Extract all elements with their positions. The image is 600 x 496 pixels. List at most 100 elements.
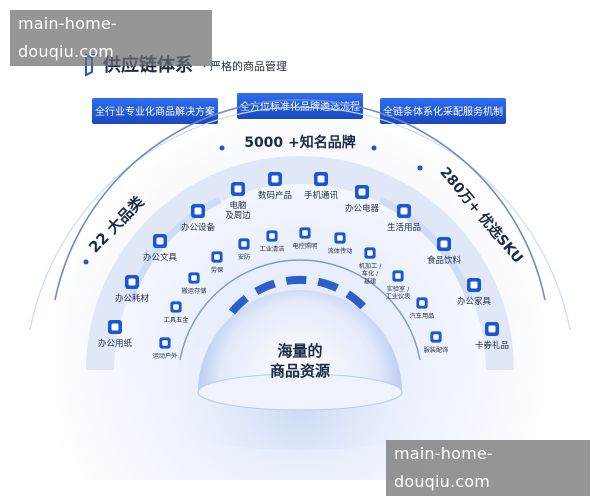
inner-category-8: 流体传动 — [328, 232, 353, 255]
outer-category-label: 办公电器 — [345, 203, 380, 214]
bicycle-icon — [159, 337, 171, 349]
outer-category-label: 食品饮料 — [427, 255, 462, 266]
car-gauge-icon — [416, 297, 428, 309]
outer-category-label: 办公文具 — [143, 252, 178, 263]
supply-chain-diagram: 供应链体系 · 严格的商品管理 全行业专业化商品解决方案 全方位标准化品牌遴选流… — [0, 53, 600, 480]
inner-category-12: 服装配饰 — [424, 331, 449, 354]
inner-category-label: 机加工 / — [359, 262, 383, 270]
outer-category-2: 办公耗材 — [115, 275, 150, 304]
inner-category-label: 搬运存储 — [182, 287, 207, 295]
outer-category-label: 手机通讯 — [304, 190, 339, 201]
helmet-icon — [238, 238, 250, 250]
watermark-bottom: main-home-douqiu.com — [386, 440, 590, 496]
inner-category-11: 汽车用品 — [410, 297, 435, 320]
outer-category-8: 办公电器 — [345, 185, 380, 214]
top-box-3 — [380, 98, 506, 124]
cloud-computer-icon — [231, 182, 245, 196]
truck-icon — [188, 272, 200, 284]
inner-category-label: 运动户外 — [153, 352, 178, 360]
inner-category-label: 电控照明 — [293, 242, 318, 250]
top-boxes: 全行业专业化商品解决方案 全方位标准化品牌遴选流程 全链条体系化采配服务机制 — [92, 93, 506, 124]
inner-arc — [179, 259, 421, 361]
outer-category-10: 食品饮料 — [427, 237, 462, 266]
shirt-icon — [430, 331, 442, 343]
phone-icon — [314, 172, 328, 186]
dome-dashed-ring — [228, 275, 372, 315]
arc-label-top: 5000 +知名品牌 — [244, 134, 356, 151]
camera-icon — [268, 172, 282, 186]
top-box-1 — [92, 98, 218, 124]
inner-category-label: 流体传动 — [328, 247, 353, 255]
chip-icon — [364, 247, 376, 259]
inner-category-10: 实验室 /工业仪表 — [386, 270, 411, 301]
office-chair-icon — [467, 278, 481, 292]
inner-category-label: 基建 — [364, 277, 376, 285]
outer-category-4: 办公设备 — [181, 204, 216, 233]
food-bowl-icon — [437, 237, 451, 251]
center-text-line1: 海量的 — [277, 342, 322, 360]
inner-category-5: 安防 — [238, 238, 250, 261]
arc-dot-left — [83, 259, 89, 265]
inner-categories: 运动户外工具五金搬运存储劳保安防工业清洁电控照明流体传动机加工 /车化 /基建实… — [153, 227, 449, 360]
printer-icon — [125, 275, 139, 289]
outer-category-label: 电脑 — [229, 200, 247, 211]
outer-arc-faint — [29, 106, 571, 331]
inner-category-2: 工具五金 — [164, 301, 190, 324]
outer-category-9: 生活用品 — [387, 204, 421, 233]
plant-device-icon — [191, 204, 205, 218]
microscope-icon — [392, 270, 404, 282]
inner-category-label: 实验室 / — [387, 285, 411, 293]
coffee-cup-icon — [397, 204, 411, 218]
bulb-icon — [299, 227, 311, 239]
outer-category-11: 办公家具 — [457, 278, 492, 307]
outer-category-12: 卡券礼品 — [475, 322, 509, 351]
inner-category-label: 服装配饰 — [424, 346, 449, 354]
arc-dot-top-right — [371, 145, 377, 151]
dome-base — [197, 373, 403, 411]
inner-category-label: 工具五金 — [164, 316, 190, 324]
arc-dot-right — [417, 165, 423, 171]
inner-category-label: 车化 / — [362, 270, 379, 278]
gears-icon — [334, 232, 346, 244]
gift-icon — [485, 322, 499, 336]
inner-category-1: 运动户外 — [153, 337, 178, 360]
inner-category-9: 机加工 /车化 /基建 — [359, 247, 383, 285]
arc-dot-top-left — [219, 145, 225, 151]
center-text-line2: 商品资源 — [270, 362, 330, 380]
outer-category-label: 办公设备 — [181, 222, 216, 233]
inner-category-3: 搬运存储 — [182, 272, 207, 295]
inner-category-label: 劳保 — [211, 266, 224, 274]
outer-category-label: 办公耗材 — [115, 293, 150, 304]
paper-roll-icon — [108, 320, 122, 334]
inner-category-label: 工业清洁 — [260, 245, 285, 253]
outer-arc — [54, 99, 546, 301]
top-box-2-label: 全方位标准化品牌遴选流程 — [240, 100, 360, 113]
outer-categories: 办公用纸办公耗材办公文具办公设备电脑及周边数码产品手机通讯办公电器生活用品食品饮… — [98, 172, 509, 351]
inner-category-label: 安防 — [238, 253, 250, 261]
outer-category-label: 生活用品 — [387, 222, 421, 233]
inner-category-label: 工业仪表 — [386, 293, 411, 301]
outer-category-label: 办公用纸 — [98, 338, 133, 349]
right-accent-arc — [378, 196, 474, 302]
monitor-icon — [355, 185, 369, 199]
outer-category-label: 办公家具 — [457, 296, 492, 307]
watermark-top: main-home-douqiu.com — [10, 10, 212, 66]
inner-category-4: 劳保 — [211, 251, 224, 274]
inner-category-label: 汽车用品 — [410, 312, 435, 320]
outer-category-label: 卡券礼品 — [475, 340, 509, 351]
outer-category-7: 手机通讯 — [304, 172, 339, 201]
dome-body — [198, 290, 402, 392]
inner-category-6: 工业清洁 — [260, 230, 285, 253]
center-dome: 海量的 商品资源 — [197, 275, 403, 411]
outer-category-1: 办公用纸 — [98, 320, 133, 349]
top-box-2 — [237, 93, 363, 119]
spray-bottle-icon — [266, 230, 278, 242]
outer-category-label: 及周边 — [225, 210, 251, 221]
gloves-icon — [211, 251, 223, 263]
top-box-1-label: 全行业专业化商品解决方案 — [95, 105, 215, 118]
page-subtitle: · 严格的商品管理 — [203, 59, 287, 73]
pen-icon — [153, 234, 167, 248]
tools-icon — [170, 301, 182, 313]
top-box-3-label: 全链条体系化采配服务机制 — [383, 105, 503, 118]
